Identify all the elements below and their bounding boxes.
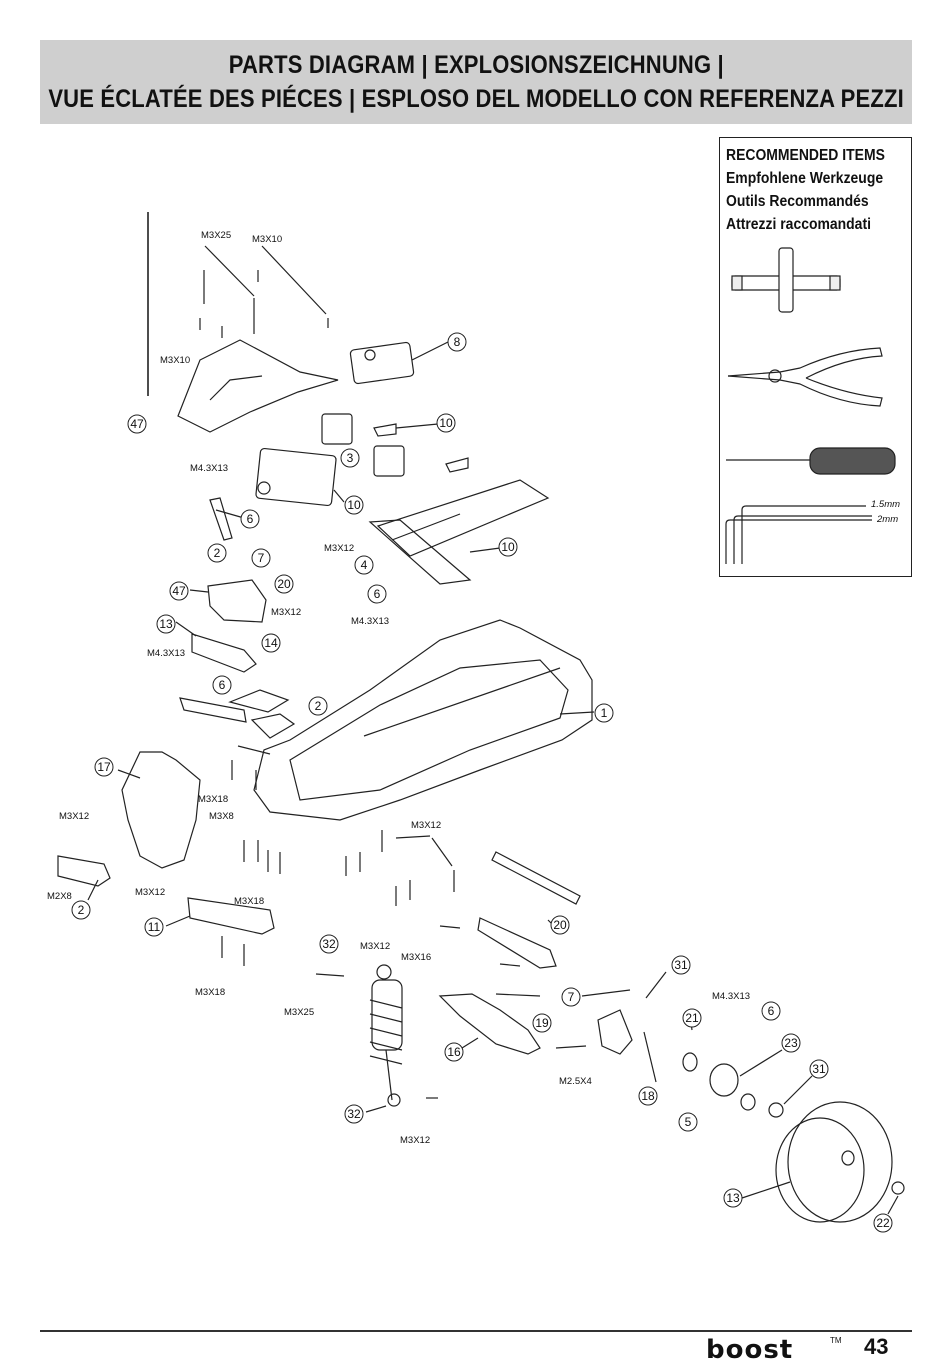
callout-23: 23 [784, 1036, 798, 1050]
callout-13: 13 [159, 617, 173, 631]
callout-2: 2 [78, 903, 85, 917]
recommended-items-box [719, 137, 912, 577]
callout-20: 20 [277, 577, 291, 591]
callout-5: 5 [685, 1115, 692, 1129]
callout-31: 31 [812, 1062, 826, 1076]
screw-label: M3X10 [252, 234, 282, 245]
callout-14: 14 [264, 636, 278, 650]
callout-2: 2 [214, 546, 221, 560]
callout-6: 6 [374, 587, 381, 601]
callout-18: 18 [641, 1089, 655, 1103]
recommended-items-title: RECOMMENDED ITEMS Empfohlene Werkzeuge O… [726, 144, 885, 236]
screw-label: M4.3X13 [190, 463, 228, 474]
callout-6: 6 [247, 512, 254, 526]
callout-6: 6 [768, 1004, 775, 1018]
callout-22: 22 [876, 1216, 890, 1230]
screw-label: M3X12 [324, 543, 354, 554]
screwdriver-icon [726, 447, 896, 475]
header-title-line-1: PARTS DIAGRAM | EXPLOSIONSZEICHNUNG | [228, 51, 724, 79]
callout-19: 19 [535, 1016, 549, 1030]
callout-10: 10 [501, 540, 515, 554]
screw-label: M2.5X4 [559, 1076, 592, 1087]
hex-wrench-icon [725, 505, 872, 564]
recommended-items-german: Empfohlene Werkzeuge [726, 170, 884, 187]
callout-4: 4 [361, 558, 368, 572]
callout-7: 7 [568, 990, 575, 1004]
recommended-items-italian: Attrezzi raccomandati [726, 216, 871, 233]
screw-label: M3X25 [201, 230, 231, 241]
wrench-size-2mm: 2mm [876, 514, 898, 525]
callout-47: 47 [130, 417, 144, 431]
screw-label: M3X12 [135, 887, 165, 898]
callout-2: 2 [315, 699, 322, 713]
screw-label: M3X16 [401, 952, 431, 963]
callout-8: 8 [454, 335, 461, 349]
pliers-icon [727, 347, 883, 407]
recommended-items-french: Outils Recommandés [726, 193, 869, 210]
callout-11: 11 [148, 920, 161, 934]
screw-label: M3X18 [234, 896, 264, 907]
brand-logo: boost [706, 1335, 794, 1365]
callout-32: 32 [322, 937, 336, 951]
screw-label: M3X18 [195, 987, 225, 998]
callout-6: 6 [219, 678, 226, 692]
callout-20: 20 [553, 918, 567, 932]
callout-10: 10 [439, 416, 453, 430]
callout-47: 47 [172, 584, 186, 598]
callout-16: 16 [447, 1045, 461, 1059]
callout-13: 13 [726, 1191, 740, 1205]
callout-21: 21 [685, 1011, 699, 1025]
callout-17: 17 [97, 760, 111, 774]
callout-10: 10 [347, 498, 361, 512]
screw-label: M3X25 [284, 1007, 314, 1018]
screw-label: M3X12 [271, 607, 301, 618]
footer-rule [40, 1330, 912, 1332]
screw-label: M3X10 [160, 355, 190, 366]
callout-32: 32 [347, 1107, 361, 1121]
callout-7: 7 [258, 551, 265, 565]
callout-31: 31 [674, 958, 688, 972]
screw-label: M3X12 [400, 1135, 430, 1146]
callout-1: 1 [601, 706, 608, 720]
screw-label: M2X8 [47, 891, 72, 902]
cross-wrench-icon [731, 247, 841, 313]
screw-label: M3X12 [360, 941, 390, 952]
screw-label: M4.3X13 [712, 991, 750, 1002]
wrench-size-1-5mm: 1.5mm [871, 499, 900, 510]
screw-label: M3X8 [209, 811, 234, 822]
screw-label: M3X18 [198, 794, 228, 805]
screw-label: M4.3X13 [351, 616, 389, 627]
screw-label: M4.3X13 [147, 648, 185, 659]
header-title-line-2: VUE ÉCLATÉE DES PIÉCES | ESPLOSO DEL MOD… [48, 85, 904, 113]
page-header: PARTS DIAGRAM | EXPLOSIONSZEICHNUNG | VU… [40, 40, 912, 124]
recommended-items-heading: RECOMMENDED ITEMS [726, 147, 885, 164]
trademark-mark: TM [830, 1336, 842, 1345]
callout-3: 3 [347, 451, 354, 465]
screw-label: M3X12 [59, 811, 89, 822]
page-number: 43 [864, 1334, 889, 1359]
screw-label: M3X12 [411, 820, 441, 831]
